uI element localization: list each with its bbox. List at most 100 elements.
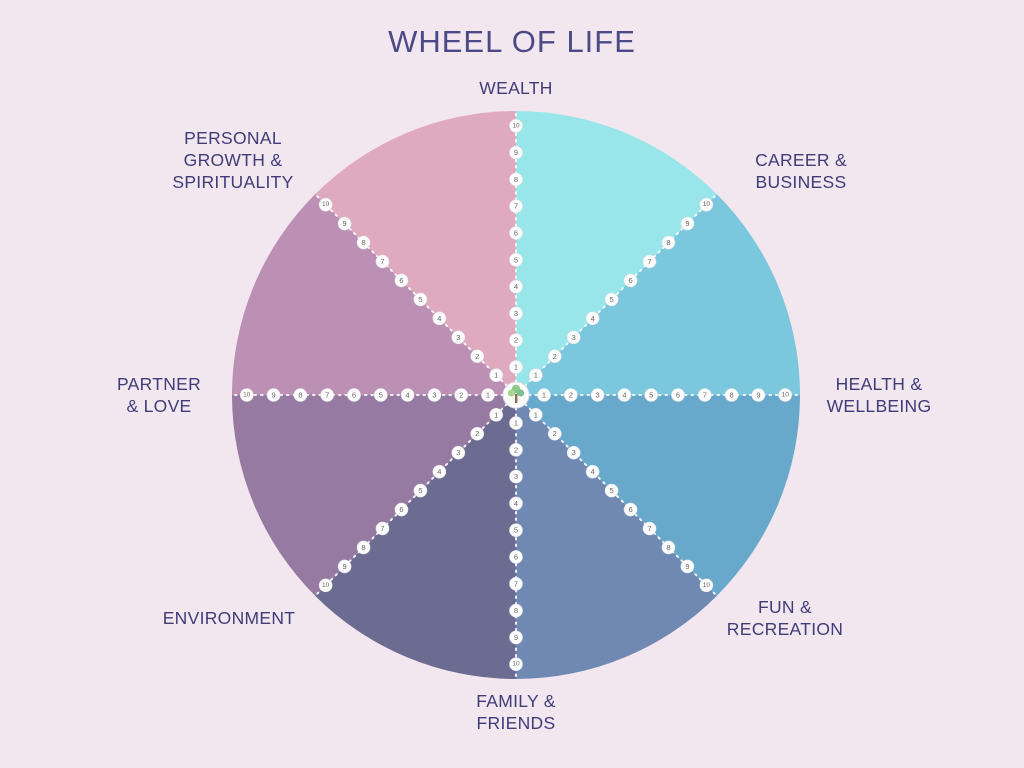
scale-marker: 8	[356, 540, 371, 555]
scale-marker: 6	[509, 226, 523, 240]
scale-number: 1	[534, 410, 538, 419]
scale-number: 5	[610, 486, 614, 495]
scale-marker: 4	[400, 388, 415, 402]
scale-number: 6	[514, 229, 518, 238]
scale-marker: 1	[528, 407, 543, 422]
scale-number: 3	[456, 448, 460, 457]
scale-number: 5	[649, 391, 653, 400]
tree-icon	[507, 384, 525, 403]
scale-number: 9	[514, 148, 518, 157]
scale-marker: 9	[509, 145, 523, 160]
scale-marker: 2	[547, 426, 562, 441]
sector-career-business	[516, 194, 800, 395]
scale-marker: 6	[671, 388, 685, 402]
scale-number: 5	[514, 526, 518, 535]
scale-marker: 1	[509, 360, 523, 374]
scale-marker: 4	[617, 388, 632, 402]
scale-number: 5	[610, 295, 614, 304]
scale-marker: 1	[489, 368, 504, 383]
scale-number: 4	[514, 499, 518, 508]
scale-marker: 6	[394, 502, 409, 517]
scale-number: 3	[432, 391, 436, 400]
scale-number: 10	[322, 201, 330, 208]
scale-marker: 7	[375, 254, 390, 269]
scale-marker: 10	[699, 578, 714, 593]
scale-marker: 7	[642, 254, 657, 269]
scale-marker: 5	[413, 292, 428, 307]
scale-number: 10	[703, 582, 711, 589]
scale-number: 2	[514, 445, 518, 454]
scale-number: 10	[512, 122, 520, 129]
scale-marker: 8	[661, 540, 676, 555]
scale-marker: 4	[509, 279, 523, 294]
scale-marker: 10	[509, 119, 523, 133]
scale-marker: 8	[356, 235, 371, 250]
sector-personal-growth-spirituality	[315, 111, 516, 395]
scale-marker: 9	[337, 216, 352, 231]
sector-health-wellbeing	[516, 395, 800, 596]
scale-marker: 7	[509, 199, 523, 213]
scale-marker: 9	[680, 559, 695, 574]
scale-number: 7	[703, 391, 707, 400]
spoke-line	[314, 394, 517, 597]
scale-number: 7	[325, 391, 329, 400]
scale-number: 7	[514, 579, 518, 588]
scale-marker: 8	[661, 235, 676, 250]
scale-number: 2	[475, 429, 479, 438]
scale-number: 6	[628, 505, 632, 514]
scale-number: 1	[494, 410, 498, 419]
scale-marker: 2	[547, 349, 562, 364]
scale-number: 4	[591, 467, 595, 476]
scale-marker: 6	[623, 502, 638, 517]
segment-label-family-friends: FAMILY & FRIENDS	[476, 691, 556, 733]
scale-marker: 9	[266, 388, 281, 402]
scale-number: 7	[647, 524, 651, 533]
scale-number: 5	[418, 486, 422, 495]
scale-marker: 2	[454, 388, 469, 402]
scale-marker: 7	[375, 521, 390, 536]
scale-marker: 2	[470, 349, 485, 364]
scale-marker: 6	[347, 388, 361, 402]
scale-number: 1	[514, 419, 518, 428]
scale-marker: 5	[644, 388, 659, 402]
scale-number: 3	[572, 448, 576, 457]
scale-number: 9	[343, 219, 347, 228]
scale-marker: 10	[318, 197, 333, 212]
sector-environment	[232, 395, 516, 596]
scale-number: 7	[514, 202, 518, 211]
scale-marker: 2	[509, 442, 523, 457]
scale-number: 9	[514, 633, 518, 642]
scale-number: 6	[676, 391, 680, 400]
sector-partner-love	[232, 194, 516, 395]
segment-label-health-wellbeing: HEALTH & WELLBEING	[826, 374, 932, 416]
center-badge	[502, 381, 530, 409]
scale-number: 1	[486, 391, 490, 400]
scale-number: 7	[380, 257, 384, 266]
scale-marker: 10	[240, 388, 254, 402]
scale-number: 4	[591, 314, 595, 323]
scale-marker: 5	[604, 292, 619, 307]
scale-marker: 9	[751, 388, 766, 402]
scale-number: 2	[553, 429, 557, 438]
scale-marker: 8	[509, 603, 523, 618]
scale-marker: 7	[642, 521, 657, 536]
segment-label-environment: ENVIRONMENT	[162, 608, 296, 628]
scale-number: 4	[437, 467, 441, 476]
scale-number: 10	[322, 582, 330, 589]
scale-marker: 2	[470, 426, 485, 441]
scale-number: 4	[437, 314, 441, 323]
scale-marker: 3	[451, 330, 466, 345]
scale-marker: 10	[318, 578, 333, 593]
scale-marker: 8	[724, 388, 739, 402]
scale-number: 8	[514, 175, 518, 184]
scale-marker: 5	[373, 388, 388, 402]
scale-marker: 1	[481, 388, 495, 402]
scale-number: 6	[628, 276, 632, 285]
scale-number: 3	[514, 309, 518, 318]
scale-number: 8	[298, 391, 302, 400]
scale-number: 3	[456, 333, 460, 342]
scale-number: 8	[666, 238, 670, 247]
scale-number: 6	[399, 505, 403, 514]
scale-marker: 6	[394, 273, 409, 288]
scale-marker: 3	[566, 330, 581, 345]
